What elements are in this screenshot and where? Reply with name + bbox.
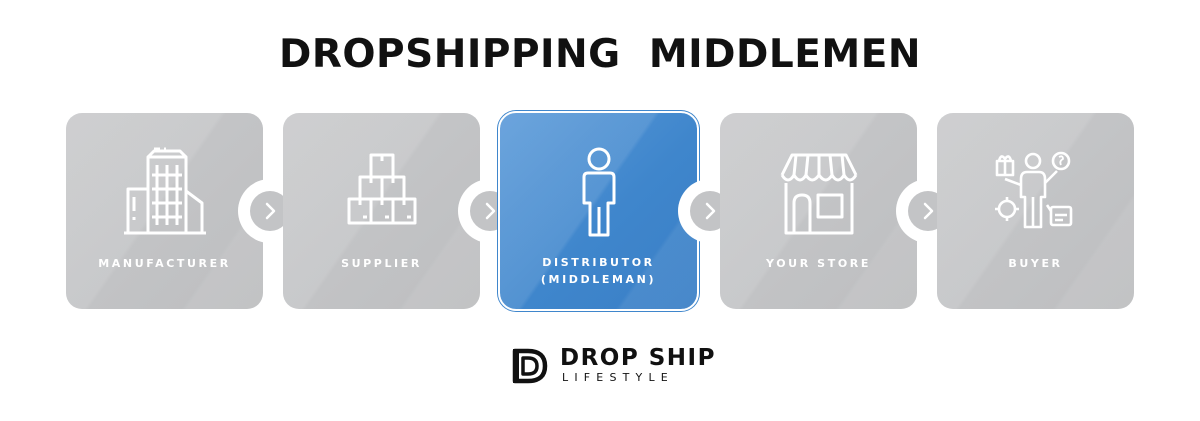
step-label: BUYER — [1008, 257, 1063, 270]
chevron-right-icon — [923, 202, 934, 220]
logo-text-primary: DROP SHIP — [560, 345, 716, 371]
step-card-buyer: BUYER — [937, 113, 1134, 309]
person-icon — [582, 147, 615, 237]
boxes-icon — [347, 153, 416, 225]
chevron-right-icon — [705, 202, 716, 220]
logo-text-secondary: LIFESTYLE — [562, 371, 674, 384]
brand-logo: DROP SHIP LIFESTYLE — [512, 345, 714, 387]
step-card-your-store: YOUR STORE — [720, 113, 917, 309]
chevron-right-icon — [485, 202, 496, 220]
chevron-right-icon — [265, 202, 276, 220]
step-label: DISTRIBUTOR (MIDDLEMAN) — [540, 256, 657, 286]
diagram-title: DROPSHIPPING MIDDLEMEN — [278, 32, 921, 77]
step-card-distributor: DISTRIBUTOR (MIDDLEMAN) — [498, 111, 699, 311]
step-card-manufacturer: MANUFACTURER — [66, 113, 263, 309]
step-label: SUPPLIER — [341, 257, 422, 270]
step-label: YOUR STORE — [766, 257, 871, 270]
buyer-icon — [994, 151, 1072, 229]
step-card-supplier: SUPPLIER — [283, 113, 480, 309]
logo-mark-icon — [512, 348, 548, 384]
storefront-icon — [780, 153, 857, 235]
step-label: MANUFACTURER — [98, 257, 231, 270]
factory-icon — [123, 147, 206, 235]
